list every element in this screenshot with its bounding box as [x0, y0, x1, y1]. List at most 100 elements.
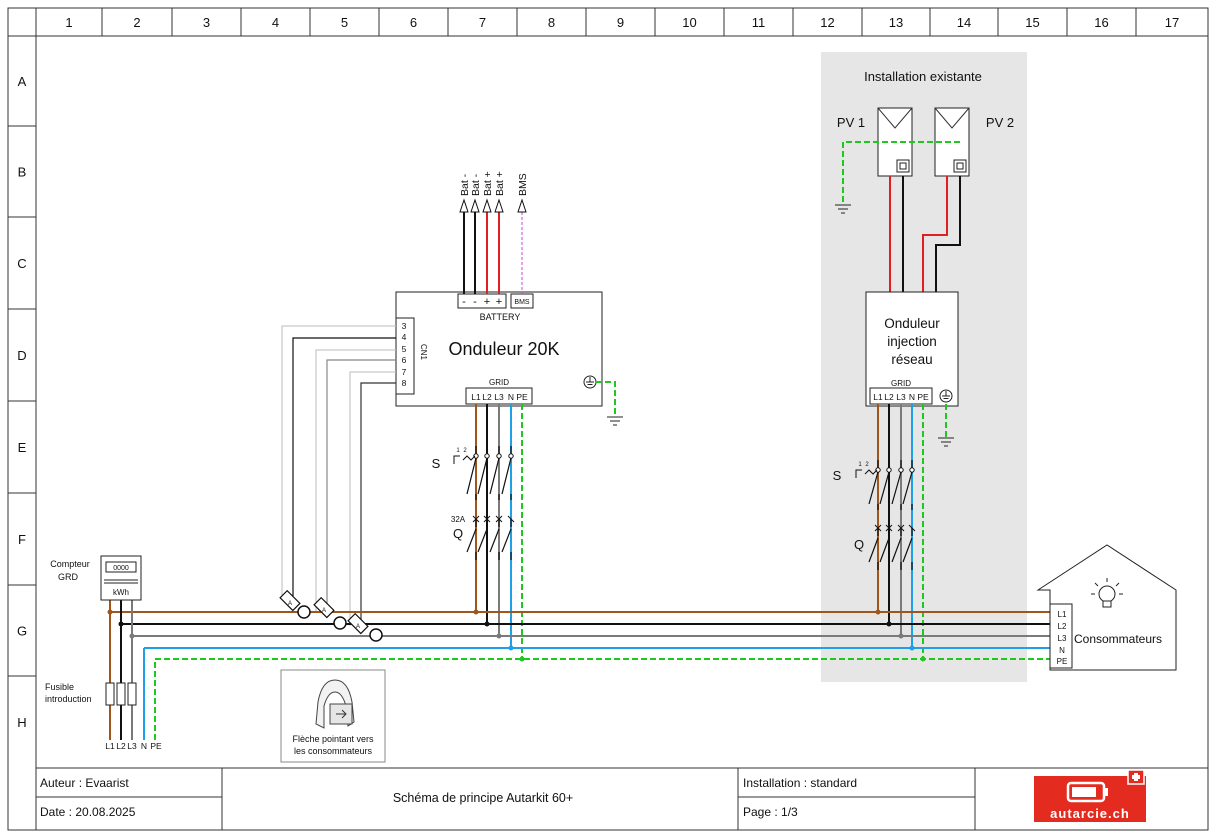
grid-tie-inverter-line1: Onduleur — [884, 316, 940, 331]
lightbulb-icon — [1091, 578, 1123, 608]
junction-dots — [107, 609, 926, 662]
battery-label: BATTERY — [480, 312, 521, 322]
column-label-4: 4 — [272, 15, 279, 30]
row-label-C: C — [17, 256, 26, 271]
bms-arrow-label: BMS — [517, 173, 529, 196]
row-label-G: G — [17, 624, 27, 639]
existing-breaker-q — [868, 524, 916, 570]
column-label-17: 17 — [1165, 15, 1179, 30]
battery-arrow-label-3: Bat + — [494, 171, 506, 196]
main-inverter-title: Onduleur 20K — [448, 339, 559, 359]
battery-arrow-label-0: Bat - — [459, 173, 471, 196]
column-label-16: 16 — [1094, 15, 1108, 30]
bms-port-label: BMS — [514, 299, 530, 306]
cn1-pin-7: 7 — [402, 367, 407, 377]
existing-installation-title: Installation existante — [864, 69, 982, 84]
cn1-pin-4: 4 — [402, 332, 407, 342]
battery-terminal-1: - — [473, 296, 477, 308]
date-field: Date : 20.08.2025 — [40, 805, 136, 819]
grid-tie-terminal-L2: L2 — [884, 392, 894, 402]
ct1-cable-a — [281, 325, 396, 598]
consumers-label: Consommateurs — [1074, 632, 1162, 646]
drawing-title: Schéma de principe Autarkit 60+ — [393, 791, 573, 805]
consumer-terminal-L3: L3 — [1058, 634, 1067, 643]
column-label-8: 8 — [548, 15, 555, 30]
main-fuses — [105, 682, 137, 706]
grid-tie-ground-icon — [938, 437, 954, 447]
battery-terminal-3: + — [496, 296, 502, 308]
energy-meter — [100, 555, 142, 601]
pv2-pos-wire — [922, 176, 948, 292]
consumer-terminal-L2: L2 — [1058, 622, 1067, 631]
row-label-A: A — [18, 74, 27, 89]
main-terminal-PE: PE — [516, 392, 528, 402]
ct2-cable-a — [315, 349, 396, 612]
column-label-12: 12 — [820, 15, 834, 30]
grid-tie-terminal-L1: L1 — [873, 392, 883, 402]
row-label-B: B — [18, 165, 27, 180]
supply-terminal-L3: L3 — [127, 741, 137, 751]
consumer-terminal-PE: PE — [1057, 657, 1068, 666]
consumer-terminal-L1: L1 — [1058, 610, 1067, 619]
ct3-cable-b — [360, 382, 396, 624]
ct-clamp-letter-3: A — [356, 624, 360, 630]
column-label-15: 15 — [1025, 15, 1039, 30]
row-label-D: D — [17, 348, 26, 363]
meter-label-line2: GRD — [58, 572, 79, 582]
battery-arrow-label-2: Bat + — [482, 171, 494, 196]
main-terminal-L3: L3 — [494, 392, 504, 402]
consumer-terminal-N: N — [1059, 646, 1065, 655]
cn1-pin-5: 5 — [402, 344, 407, 354]
column-label-3: 3 — [203, 15, 210, 30]
supply-terminal-PE: PE — [150, 741, 162, 751]
column-label-11: 11 — [752, 15, 766, 30]
connector-arrow-icon — [494, 198, 504, 213]
main-inverter — [395, 291, 603, 407]
ct-clamp-letter-2: A — [322, 608, 326, 614]
ct3-cable-a — [349, 371, 396, 626]
meter-unit: kWh — [113, 588, 129, 597]
fuse-label-line1: Fusible — [45, 682, 74, 692]
cn1-pin-8: 8 — [402, 378, 407, 388]
row-label-H: H — [17, 715, 26, 730]
connector-arrow-icon — [470, 198, 480, 213]
page-field: Page : 1/3 — [743, 805, 798, 819]
cn1-pin-6: 6 — [402, 355, 407, 365]
main-terminal-N: N — [508, 392, 514, 402]
column-dividers — [101, 8, 1137, 36]
existing-switch-pin1: 1 — [858, 462, 862, 468]
cn1-pin-3: 3 — [402, 321, 407, 331]
pv-earth-wire — [842, 141, 960, 205]
pv2-label: PV 2 — [986, 115, 1014, 130]
ct-clamp-2: A — [313, 596, 347, 630]
ct-clamp-3: A — [347, 612, 383, 642]
main-switch-label: S — [432, 456, 441, 471]
column-label-1: 1 — [65, 15, 72, 30]
existing-switch-pin2: 2 — [865, 462, 869, 468]
outer-frame — [7, 7, 1209, 831]
main-terminal-L1: L1 — [471, 392, 481, 402]
pv2-neg-wire — [935, 176, 961, 292]
cn1-connector — [395, 317, 415, 395]
main-earth-icon — [583, 375, 597, 389]
grid-tie-inverter — [865, 291, 959, 407]
main-grid-label: GRID — [489, 378, 509, 387]
column-label-13: 13 — [889, 15, 903, 30]
grid-tie-inverter-line2: injection — [887, 334, 937, 349]
connector-arrow-icon — [482, 198, 492, 213]
grid-tie-grid-label: GRID — [891, 379, 911, 388]
grid-tie-terminal-N: N — [909, 392, 915, 402]
grid-tie-terminal-L3: L3 — [896, 392, 906, 402]
battery-arrow-label-1: Bat - — [470, 173, 482, 196]
existing-breaker-label: Q — [854, 537, 864, 552]
row-label-E: E — [18, 440, 27, 455]
fuse-label-line2: introduction — [45, 694, 92, 704]
column-label-14: 14 — [957, 15, 971, 30]
logo-text: autarcie.ch — [1050, 806, 1130, 821]
supply-terminal-L1: L1 — [105, 741, 115, 751]
battery-terminal-0: - — [462, 296, 466, 308]
